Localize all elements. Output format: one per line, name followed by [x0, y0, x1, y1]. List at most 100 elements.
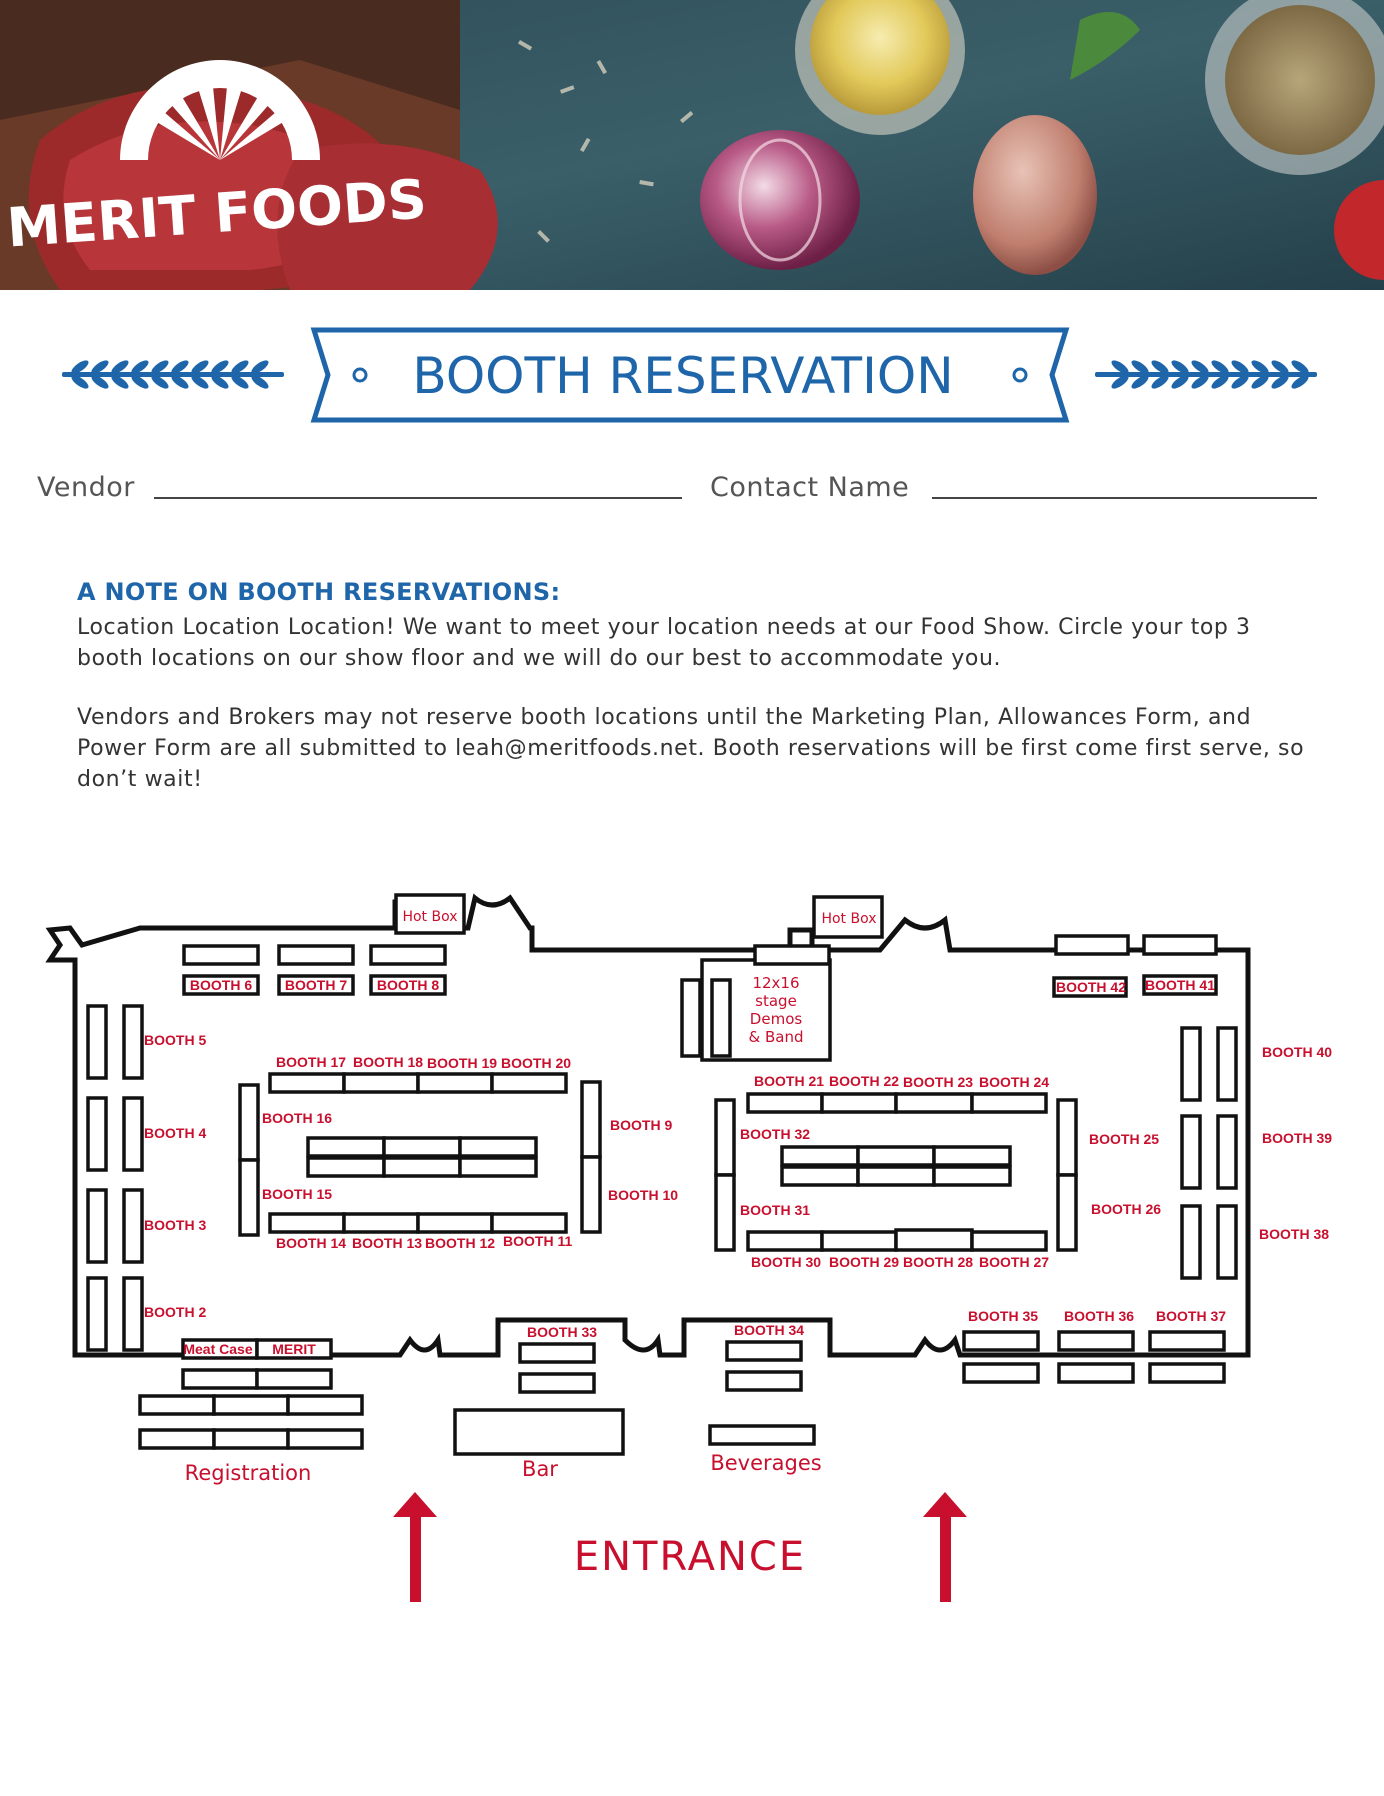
booth-33-table-b[interactable] [518, 1372, 596, 1394]
booth-22-label: BOOTH 22 [829, 1073, 899, 1089]
booth-8-table[interactable] [369, 944, 447, 966]
booth-39-table-a[interactable] [1180, 1114, 1202, 1190]
booth-23-table[interactable] [894, 1092, 974, 1114]
booth-40-table-b[interactable] [1216, 1026, 1238, 1102]
vendor-label: Vendor [37, 472, 135, 503]
booth-37-table-a[interactable] [1148, 1330, 1226, 1352]
booth-21-label: BOOTH 21 [754, 1073, 824, 1089]
booth-14-table[interactable] [268, 1212, 346, 1234]
booth-30-table[interactable] [746, 1230, 824, 1252]
booth-3-table-a[interactable] [86, 1188, 108, 1264]
booth-34-label: BOOTH 34 [734, 1322, 804, 1338]
booth-33-table-a[interactable] [518, 1342, 596, 1364]
booth-27-table[interactable] [970, 1230, 1048, 1252]
booth-38-table-a[interactable] [1180, 1204, 1202, 1280]
hot-box-2-label: Hot Box [821, 911, 876, 927]
booth-11-table[interactable] [490, 1212, 568, 1234]
booth-42-table[interactable] [1054, 934, 1130, 956]
stage-side-table-1 [680, 978, 702, 1058]
booth-5-table-b[interactable] [122, 1004, 144, 1080]
booth-27-label: BOOTH 27 [979, 1254, 1049, 1270]
booth-41-table[interactable] [1142, 934, 1218, 956]
booth-31-table[interactable] [714, 1173, 736, 1252]
booth-15-table[interactable] [238, 1158, 260, 1237]
booth-4-table-b[interactable] [122, 1096, 144, 1172]
booth-35-table-b[interactable] [962, 1362, 1040, 1384]
booth-17-table[interactable] [268, 1072, 346, 1094]
booth-42-sign[interactable] [1052, 976, 1128, 998]
booth-2-table-b[interactable] [122, 1276, 144, 1352]
registration-table-6 [286, 1428, 364, 1450]
booth-6-sign[interactable] [182, 974, 260, 996]
booth-24-table[interactable] [970, 1092, 1048, 1114]
booth-5-table-a[interactable] [86, 1004, 108, 1080]
stage-table [753, 944, 831, 966]
booth-33-label: BOOTH 33 [527, 1324, 597, 1340]
booth-34-table-b[interactable] [725, 1370, 803, 1392]
note-paragraph-1: Location Location Location! We want to m… [77, 615, 1251, 671]
contact-name-field[interactable] [932, 497, 1317, 499]
booth-40-table-a[interactable] [1180, 1026, 1202, 1102]
booth-9-table[interactable] [580, 1080, 602, 1159]
booth-20-table[interactable] [490, 1072, 568, 1094]
registration-table-4 [138, 1428, 216, 1450]
floor-plan-wall [45, 893, 1251, 1358]
booth-25-table[interactable] [1056, 1098, 1078, 1177]
booth-10-table[interactable] [580, 1155, 602, 1234]
booth-19-table[interactable] [416, 1072, 494, 1094]
booth-42-label: BOOTH 42 [1056, 979, 1126, 995]
booth-39-label: BOOTH 39 [1262, 1130, 1332, 1146]
booth-40-label: BOOTH 40 [1262, 1044, 1332, 1060]
booth-16-table[interactable] [238, 1083, 260, 1162]
booth-13-table[interactable] [342, 1212, 420, 1234]
booth-18-table[interactable] [342, 1072, 420, 1094]
bar [453, 1408, 625, 1456]
vendor-field[interactable] [154, 497, 682, 499]
booth-4-table-a[interactable] [86, 1096, 108, 1172]
center-table-5 [382, 1156, 462, 1178]
center-table-8 [856, 1145, 936, 1167]
booth-26-table[interactable] [1056, 1173, 1078, 1252]
hot-box-1 [394, 893, 466, 935]
booth-37-table-b[interactable] [1148, 1362, 1226, 1384]
booth-28-table[interactable] [894, 1228, 974, 1252]
booth-39-table-b[interactable] [1216, 1114, 1238, 1190]
booth-19-label: BOOTH 19 [427, 1055, 497, 1071]
booth-29-table[interactable] [820, 1230, 898, 1252]
booth-38-table-b[interactable] [1216, 1204, 1238, 1280]
booth-12-table[interactable] [416, 1212, 494, 1234]
booth-7-table[interactable] [277, 944, 355, 966]
beverages-label: Beverages [710, 1451, 821, 1475]
booth-37-label: BOOTH 37 [1156, 1308, 1226, 1324]
center-table-12 [932, 1165, 1012, 1187]
booth-16-label: BOOTH 16 [262, 1110, 332, 1126]
meat-case-table [181, 1368, 259, 1390]
booth-8-sign[interactable] [369, 974, 447, 996]
booth-38-label: BOOTH 38 [1259, 1226, 1329, 1242]
registration-table-2 [212, 1394, 290, 1416]
booth-21-table[interactable] [746, 1092, 824, 1114]
booth-22-table[interactable] [820, 1092, 898, 1114]
booth-7-sign[interactable] [277, 974, 355, 996]
booth-32-table[interactable] [714, 1098, 736, 1177]
booth-3-table-b[interactable] [122, 1188, 144, 1264]
booth-2-table-a[interactable] [86, 1276, 108, 1352]
registration-table-3 [286, 1394, 364, 1416]
booth-41-sign[interactable] [1142, 974, 1218, 996]
booth-36-label: BOOTH 36 [1064, 1308, 1134, 1324]
registration-table-1 [138, 1394, 216, 1416]
booth-36-table-b[interactable] [1057, 1362, 1135, 1384]
booth-25-label: BOOTH 25 [1089, 1131, 1159, 1147]
title-frame [310, 327, 1070, 423]
booth-4-label: BOOTH 4 [144, 1125, 206, 1141]
booth-6-label: BOOTH 6 [190, 977, 252, 993]
center-table-2 [382, 1136, 462, 1158]
booth-35-table-a[interactable] [962, 1330, 1040, 1352]
booth-34-table-a[interactable] [725, 1340, 803, 1362]
floor-plan: Hot Box Hot Box BOOTH 6 BOOTH 7 BOOTH 8 … [0, 880, 1384, 1680]
page-title: BOOTH RESERVATION [412, 347, 953, 405]
food-photo: MERIT FOODS [0, 0, 1384, 290]
booth-36-table-a[interactable] [1057, 1330, 1135, 1352]
booth-6-table[interactable] [182, 944, 260, 966]
stage-side-table-2 [710, 978, 732, 1058]
